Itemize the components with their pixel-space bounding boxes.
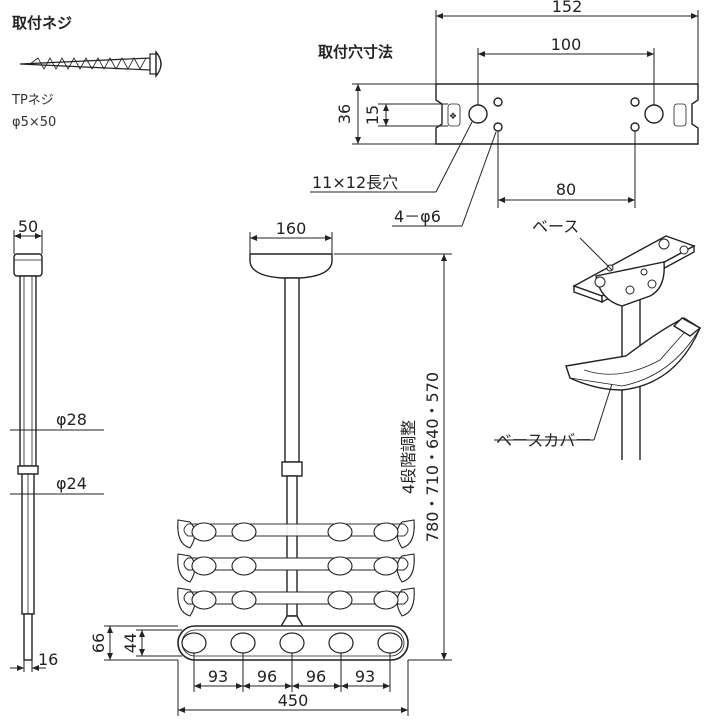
pitch-3-label: 96 [306,667,326,686]
lower-pole-label: φ24 [56,474,87,493]
dim-lower-pole: φ24 [10,474,104,495]
pitch-2-label: 96 [257,667,277,686]
bottom-width-label: 16 [38,650,58,669]
front-view-drawing [177,253,415,661]
screw-type: TPネジ [11,93,54,108]
screw-title: 取付ネジ [12,14,72,32]
dim-mount-width: 152 [435,0,699,84]
dim-total-width: 450 [177,660,409,716]
dim-hole-pitch: 100 [477,35,655,105]
dim-mount-height: 36 [335,83,436,145]
dim-front-base-width: 160 [249,219,333,254]
side-view-drawing [13,253,43,661]
pitch-1-label: 93 [208,667,228,686]
side-base-width-label: 50 [18,217,38,236]
lower-pitch-label: 80 [556,180,576,199]
dim-bottom-width: 16 [10,640,58,672]
detail-view-drawing [565,235,702,460]
length-values-label: 780・710・640・570 [423,372,442,542]
dim-overall-length: 4段階調整 780・710・640・570 [334,253,452,661]
mount-height-label: 36 [335,104,354,124]
mount-title: 取付穴寸法 [318,43,393,61]
leader-base: ベース [532,217,613,271]
pitch-4-label: 93 [355,667,375,686]
length-adjust-label: 4段階調整 [399,420,418,494]
dim-lower-pitch: 80 [497,131,636,208]
mount-width-label: 152 [552,0,583,16]
screw-size: φ5×50 [12,115,56,130]
dim-slot-height: 15 [363,103,448,127]
dim-side-base-width: 50 [13,217,43,254]
slot-label: 11×12長穴 [312,173,398,192]
head-inner-label: 44 [121,633,140,653]
front-base-width-label: 160 [276,219,307,238]
dim-head-height: 66 [89,625,178,661]
upper-pole-label: φ28 [56,410,87,429]
hole-label: 4－φ6 [394,207,441,226]
head-height-label: 66 [89,633,108,653]
base-cover-label: ベースカバー [496,431,591,450]
screw-drawing [19,50,162,78]
mount-plate-drawing: ❖ [435,83,699,145]
total-width-label: 450 [278,691,309,710]
leader-base-cover: ベースカバー [494,383,613,450]
slot-height-label: 15 [363,105,382,125]
svg-text:❖: ❖ [449,112,457,122]
dim-upper-pole: φ28 [10,410,104,431]
hole-pitch-label: 100 [551,35,582,54]
leader-holes: 4－φ6 [392,131,497,227]
leader-slot: 11×12長穴 [310,121,473,193]
dim-head-inner: 44 [121,629,182,657]
base-label: ベース [532,217,579,236]
dim-pitches: 93 96 96 93 [193,653,391,692]
